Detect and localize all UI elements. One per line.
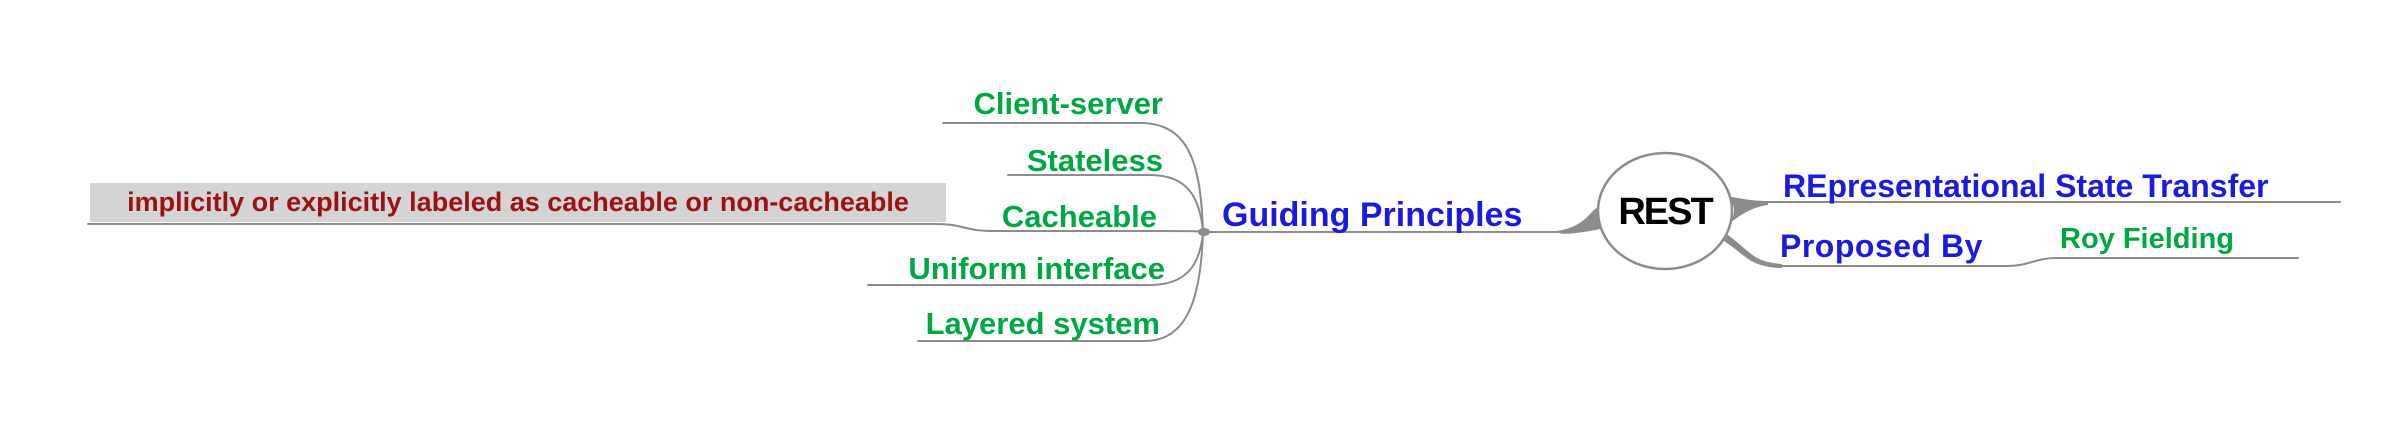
node-client-server[interactable]: Client-server bbox=[973, 86, 1163, 121]
node-uniform-interface[interactable]: Uniform interface bbox=[908, 251, 1165, 286]
edge-wedge-upper-right bbox=[1727, 196, 1768, 224]
edge-stateless bbox=[1007, 174, 1204, 233]
edge-proposed-by bbox=[1779, 257, 2299, 267]
edge-uniform-interface bbox=[867, 232, 1204, 286]
node-definition[interactable]: REpresentational State Transfer bbox=[1783, 168, 2269, 204]
edge-wedge-lower-right bbox=[1712, 226, 1782, 268]
node-proposed-by[interactable]: Proposed By bbox=[1780, 228, 1983, 264]
node-cacheable[interactable]: Cacheable bbox=[1001, 199, 1157, 234]
edge-client-server bbox=[942, 122, 1204, 233]
node-cacheable-note[interactable]: implicitly or explicitly labeled as cach… bbox=[90, 183, 946, 222]
edge-junction-knot bbox=[1198, 228, 1210, 236]
node-layered-system[interactable]: Layered system bbox=[925, 306, 1160, 341]
root-node-label[interactable]: REST bbox=[1618, 191, 1713, 233]
root-node-ellipse[interactable] bbox=[1596, 151, 1734, 271]
edge-layered-system bbox=[917, 232, 1204, 342]
node-guiding-principles[interactable]: Guiding Principles bbox=[1222, 196, 1523, 234]
edge-wedge-left bbox=[1556, 205, 1608, 234]
node-stateless[interactable]: Stateless bbox=[1026, 143, 1163, 178]
edge-cacheable-and-note bbox=[87, 223, 1204, 233]
node-roy-fielding[interactable]: Roy Fielding bbox=[2060, 223, 2234, 255]
